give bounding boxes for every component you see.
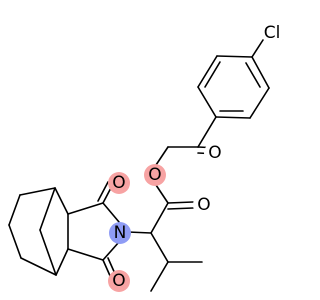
bond (102, 241, 120, 261)
atom-highlight (204, 142, 226, 164)
bond (251, 56, 270, 89)
bond (39, 229, 57, 276)
bond (155, 184, 169, 204)
atom-labels: Cl O O O O O (108, 23, 280, 292)
ester-carbonyl-oxygen-atom: O (193, 194, 215, 216)
bond (197, 86, 217, 118)
bond (8, 224, 22, 259)
molecule-structure: Cl O O O O O (8, 23, 280, 292)
atom-highlight (109, 222, 131, 244)
bond (102, 259, 112, 279)
chlorine-atom: Cl (264, 23, 281, 43)
bond (150, 202, 169, 234)
atom-label-o-carbonyl: O (197, 195, 210, 215)
bond (102, 202, 120, 223)
bond (20, 257, 57, 276)
imide-nitrogen-atom: N (109, 222, 131, 244)
bond (197, 116, 217, 148)
atom-label-o-ketone: O (208, 143, 221, 163)
bond (197, 55, 218, 88)
bond (167, 207, 194, 210)
atom-highlight (108, 172, 130, 194)
imide-top-oxygen-atom: O (108, 172, 130, 194)
atom-label-o-imide-bottom: O (112, 271, 125, 291)
ketone-oxygen-atom: O (204, 142, 226, 164)
atom-label-cl: Cl (264, 23, 281, 43)
structure-canvas: Cl O O O O O (8, 23, 281, 292)
atom-label-n-imide: N (114, 223, 127, 243)
bond (249, 87, 270, 119)
bond (55, 248, 69, 276)
bond (67, 202, 104, 215)
bond (245, 62, 261, 88)
bond (97, 181, 109, 202)
bond (150, 232, 169, 263)
atom-highlight (144, 164, 166, 186)
bond (39, 187, 56, 231)
bond (127, 231, 152, 234)
bond (215, 116, 251, 119)
bond (150, 261, 169, 292)
bond (251, 39, 264, 58)
bond (204, 61, 221, 88)
ester-oxygen-atom: O (144, 164, 166, 186)
atom-label-o-imide-top: O (112, 173, 125, 193)
atom-highlight (108, 270, 130, 292)
bond (54, 187, 69, 215)
imide-bottom-oxygen-atom: O (108, 270, 130, 292)
bond (216, 55, 253, 58)
bond (67, 248, 104, 261)
bonds (8, 39, 270, 292)
bond (167, 201, 194, 204)
atom-label-o-ester: O (148, 165, 161, 185)
bond (8, 194, 21, 226)
atom-highlight (193, 194, 215, 216)
bond (19, 187, 56, 196)
bond (155, 146, 169, 166)
